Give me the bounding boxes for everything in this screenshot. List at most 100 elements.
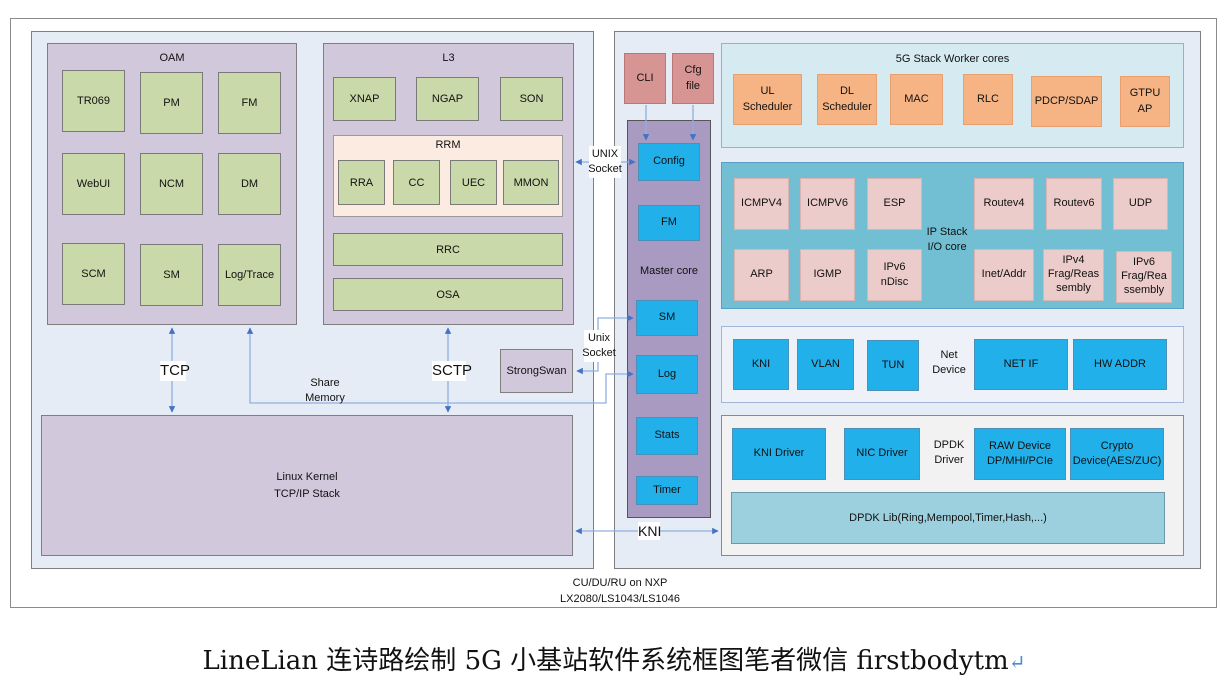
worker-item-line1: GTPU: [1129, 86, 1161, 99]
linux-kernel-module: Linux Kernel TCP/IP Stack: [41, 415, 573, 556]
ip-item-line3: ssembly: [1123, 283, 1165, 296]
dpdk-driver-title-line2: Driver: [934, 454, 964, 466]
rrm-item-uec: UEC: [450, 160, 497, 205]
oam-item-sm: SM: [140, 244, 203, 306]
worker-item-rlc: RLC: [963, 74, 1013, 125]
ip-item-line2: Frag/Reas: [1047, 268, 1100, 281]
oam-title: OAM: [159, 52, 185, 64]
unix-socket-mid-label: Unix Socket: [582, 330, 616, 362]
share-memory-line1: Share: [310, 376, 340, 389]
ip-item-ipv4-frag: IPv4 Frag/Reas sembly: [1043, 249, 1104, 301]
unix-socket-top-line1: UNIX: [591, 148, 619, 161]
ip-stack-title-line1: IP Stack: [926, 225, 968, 238]
l3-item-xnap: XNAP: [333, 77, 396, 121]
net-device-title: Net Device: [928, 346, 970, 380]
master-item-log: Log: [636, 355, 698, 394]
master-item-stats: Stats: [636, 417, 698, 455]
dpdk-item-line2: Device(AES/ZUC): [1072, 455, 1162, 467]
worker-item-pdcp-sdap: PDCP/SDAP: [1031, 76, 1102, 127]
rrm-item-rra: RRA: [338, 160, 385, 205]
oam-item-fm: FM: [218, 72, 281, 134]
oam-item-pm: PM: [140, 72, 203, 134]
netdev-item-tun: TUN: [867, 340, 919, 391]
platform-footer-line2: LX2080/LS1043/LS1046: [560, 593, 680, 605]
cfg-file-box: Cfg file: [672, 53, 714, 104]
master-item-sm: SM: [636, 300, 698, 336]
oam-item-webui: WebUI: [62, 153, 125, 215]
master-item-fm: FM: [638, 205, 700, 241]
dpdk-lib: DPDK Lib(Ring,Mempool,Timer,Hash,...): [731, 492, 1165, 544]
platform-footer: CU/DU/RU on NXP LX2080/LS1043/LS1046: [520, 576, 720, 608]
netdev-item-hw-addr: HW ADDR: [1073, 339, 1167, 390]
master-core-title: Master core: [639, 265, 699, 277]
cfg-file-line2: file: [685, 79, 701, 92]
worker-item-line2: Scheduler: [822, 100, 872, 113]
worker-item-line1: UL: [760, 84, 775, 97]
master-item-timer: Timer: [636, 476, 698, 505]
ip-item-esp: ESP: [867, 178, 922, 230]
l3-osa: OSA: [333, 278, 563, 311]
ip-item-inet-addr: Inet/Addr: [974, 249, 1034, 301]
dpdk-item-nic-driver: NIC Driver: [844, 428, 920, 480]
dpdk-item-line2: DP/MHI/PCIe: [986, 455, 1053, 467]
dpdk-item-raw-device: RAW Device DP/MHI/PCIe: [974, 428, 1066, 480]
worker-item-mac: MAC: [890, 74, 943, 125]
caption: LineLian 连诗路绘制 5G 小基站软件系统框图笔者微信 firstbod…: [0, 640, 1228, 677]
ip-item-line2: Frag/Rea: [1121, 270, 1167, 283]
ip-item-line1: IPv6: [883, 260, 906, 273]
ip-item-udp: UDP: [1113, 178, 1168, 230]
l3-title: L3: [442, 52, 455, 64]
worker-cores-title: 5G Stack Worker cores: [895, 53, 1010, 65]
tcp-label: TCP: [160, 361, 190, 381]
netdev-item-net-if: NET IF: [974, 339, 1068, 390]
dpdk-driver-title: DPDK Driver: [930, 436, 968, 470]
oam-item-ncm: NCM: [140, 153, 203, 215]
unix-socket-mid-line1: Unix: [587, 332, 610, 345]
dpdk-item-crypto-device: Crypto Device(AES/ZUC): [1070, 428, 1164, 480]
sctp-label: SCTP: [432, 361, 473, 381]
worker-item-line2: Scheduler: [742, 100, 793, 113]
cli-box: CLI: [624, 53, 666, 104]
ip-item-routev4: Routev4: [974, 178, 1034, 230]
ip-stack-title: IP Stack I/O core: [922, 223, 972, 257]
dpdk-driver-title-line1: DPDK: [933, 438, 965, 451]
oam-item-dm: DM: [218, 153, 281, 215]
ip-item-igmp: IGMP: [800, 249, 855, 301]
caption-text: LineLian 连诗路绘制 5G 小基站软件系统框图笔者微信 firstbod…: [202, 646, 1009, 676]
strongswan-module: StrongSwan: [500, 349, 573, 393]
worker-item-gtpu-ap: GTPU AP: [1120, 76, 1170, 127]
net-device-title-line1: Net: [940, 348, 958, 361]
master-item-config: Config: [638, 143, 700, 181]
ip-item-ipv6-frag: IPv6 Frag/Rea ssembly: [1116, 251, 1172, 303]
tcp-ip-stack-label: TCP/IP Stack: [274, 487, 340, 500]
worker-item-line2: AP: [1137, 102, 1153, 115]
l3-item-son: SON: [500, 77, 563, 121]
rrm-item-cc: CC: [393, 160, 440, 205]
ip-item-line1: IPv6: [1132, 256, 1155, 269]
net-device-title-line2: Device: [932, 364, 966, 376]
netdev-item-kni: KNI: [733, 339, 789, 390]
dpdk-item-line1: Crypto: [1100, 439, 1134, 452]
share-memory-label: Share Memory: [298, 375, 352, 407]
l3-rrc: RRC: [333, 233, 563, 266]
rrm-title: RRM: [435, 139, 461, 151]
unix-socket-top-line2: Socket: [588, 163, 622, 175]
netdev-item-vlan: VLAN: [797, 339, 854, 390]
oam-item-log-trace: Log/Trace: [218, 244, 281, 306]
linux-kernel-label: Linux Kernel: [276, 471, 338, 483]
oam-item-tr069: TR069: [62, 70, 125, 132]
unix-socket-mid-line2: Socket: [582, 347, 616, 359]
worker-item-line1: DL: [839, 84, 855, 97]
kni-label: KNI: [638, 522, 662, 540]
oam-item-scm: SCM: [62, 243, 125, 305]
ip-item-icmpv6: ICMPV6: [800, 178, 855, 230]
worker-item-dl-scheduler: DL Scheduler: [817, 74, 877, 125]
rrm-item-mmon: MMON: [503, 160, 559, 205]
dpdk-item-kni-driver: KNI Driver: [732, 428, 826, 480]
return-mark-icon: ↵: [1008, 650, 1026, 674]
share-memory-line2: Memory: [305, 392, 345, 404]
unix-socket-top-label: UNIX Socket: [588, 146, 622, 178]
ip-item-routev6: Routev6: [1046, 178, 1102, 230]
l3-item-ngap: NGAP: [416, 77, 479, 121]
platform-footer-line1: CU/DU/RU on NXP: [572, 577, 668, 590]
